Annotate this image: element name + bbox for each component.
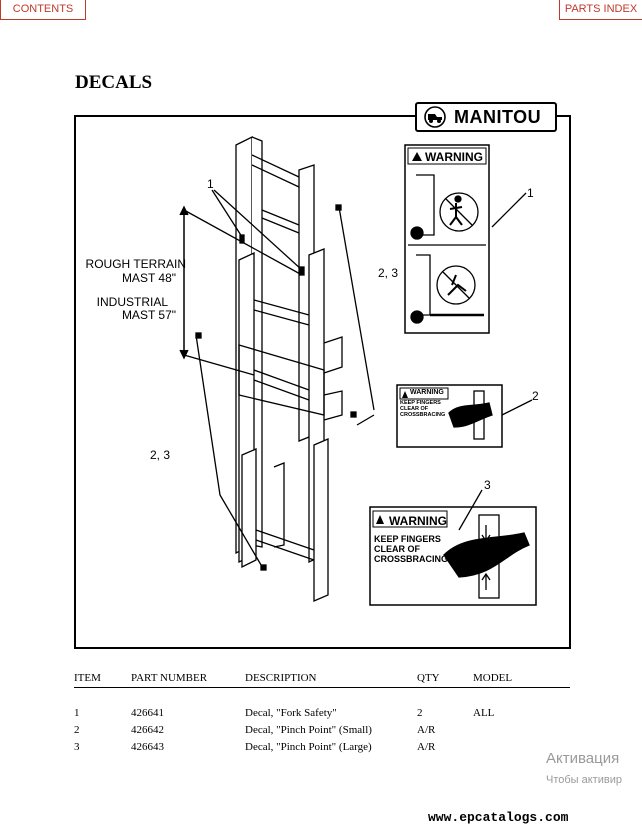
decal2-text-line1: KEEP FINGERS (400, 400, 441, 406)
rough-terrain-label-line1: ROUGH TERRAIN (85, 257, 186, 271)
header-item: ITEM (74, 670, 131, 688)
cell-part-number: 426641 (131, 706, 164, 719)
table-header-row: ITEM PART NUMBER DESCRIPTION QTY MODEL (74, 670, 570, 688)
callout-1-decal: 1 (527, 186, 534, 200)
cell-item: 3 (74, 740, 80, 753)
decal1-warning-header: WARNING (425, 150, 483, 164)
decal2-text-line3: CROSSBRACING (400, 412, 446, 418)
contents-button[interactable]: CONTENTS (0, 0, 86, 20)
decal3-text-line2: CLEAR OF (374, 544, 420, 554)
decal2-warning-header: WARNING (410, 389, 444, 396)
cell-model: ALL (473, 706, 495, 719)
parts-index-button[interactable]: PARTS INDEX (559, 0, 642, 20)
industrial-label-line1: INDUSTRIAL (96, 295, 168, 309)
cell-description: Decal, "Pinch Point" (Small) (245, 723, 372, 736)
manitou-logo: MANITOU (415, 102, 557, 132)
callout-2-3-right: 2, 3 (378, 266, 399, 280)
callout-2-3-left: 2, 3 (150, 448, 171, 462)
callout-2-decal: 2 (532, 389, 539, 403)
decal3-warning-header: WARNING (389, 514, 447, 528)
table-row: 3 426643 Decal, "Pinch Point" (Large) A/… (74, 738, 570, 755)
cell-part-number: 426643 (131, 740, 164, 753)
decal3-text-line1: KEEP FINGERS (374, 534, 441, 544)
decal3-text-line3: CROSSBRACING (374, 554, 449, 564)
cell-qty: A/R (417, 740, 436, 753)
table-row: 2 426642 Decal, "Pinch Point" (Small) A/… (74, 721, 570, 738)
callout-1-mast: 1 (207, 177, 214, 191)
header-description: DESCRIPTION (245, 670, 417, 688)
header-part-number: PART NUMBER (131, 670, 245, 688)
mast-illustration (179, 135, 537, 606)
page-title: DECALS (75, 72, 153, 93)
cell-item: 2 (74, 723, 80, 736)
cell-part-number: 426642 (131, 723, 164, 736)
parts-table: ITEM PART NUMBER DESCRIPTION QTY MODEL 1… (74, 670, 570, 755)
cell-model (473, 721, 570, 738)
diagram-frame (74, 115, 571, 649)
cell-item: 1 (74, 706, 80, 719)
callout-3-decal: 3 (484, 478, 491, 492)
forklift-logo-icon (424, 106, 446, 128)
rough-terrain-label-line2: MAST 48" (121, 271, 176, 285)
site-url: www.epcatalogs.com (428, 810, 569, 825)
table-row: 1 426641 Decal, "Fork Safety" 2 ALL (74, 704, 570, 721)
activation-watermark-line1: Активация (546, 750, 620, 767)
header-qty: QTY (417, 670, 473, 688)
cell-qty: 2 (417, 706, 423, 719)
logo-text: MANITOU (454, 106, 542, 127)
cell-description: Decal, "Fork Safety" (245, 706, 337, 719)
industrial-label-line2: MAST 57" (121, 308, 176, 322)
cell-description: Decal, "Pinch Point" (Large) (245, 740, 372, 753)
activation-watermark-line2: Чтобы активир (546, 774, 622, 786)
decal2-text-line2: CLEAR OF (400, 406, 429, 412)
cell-qty: A/R (417, 723, 436, 736)
header-model: MODEL (473, 670, 570, 688)
